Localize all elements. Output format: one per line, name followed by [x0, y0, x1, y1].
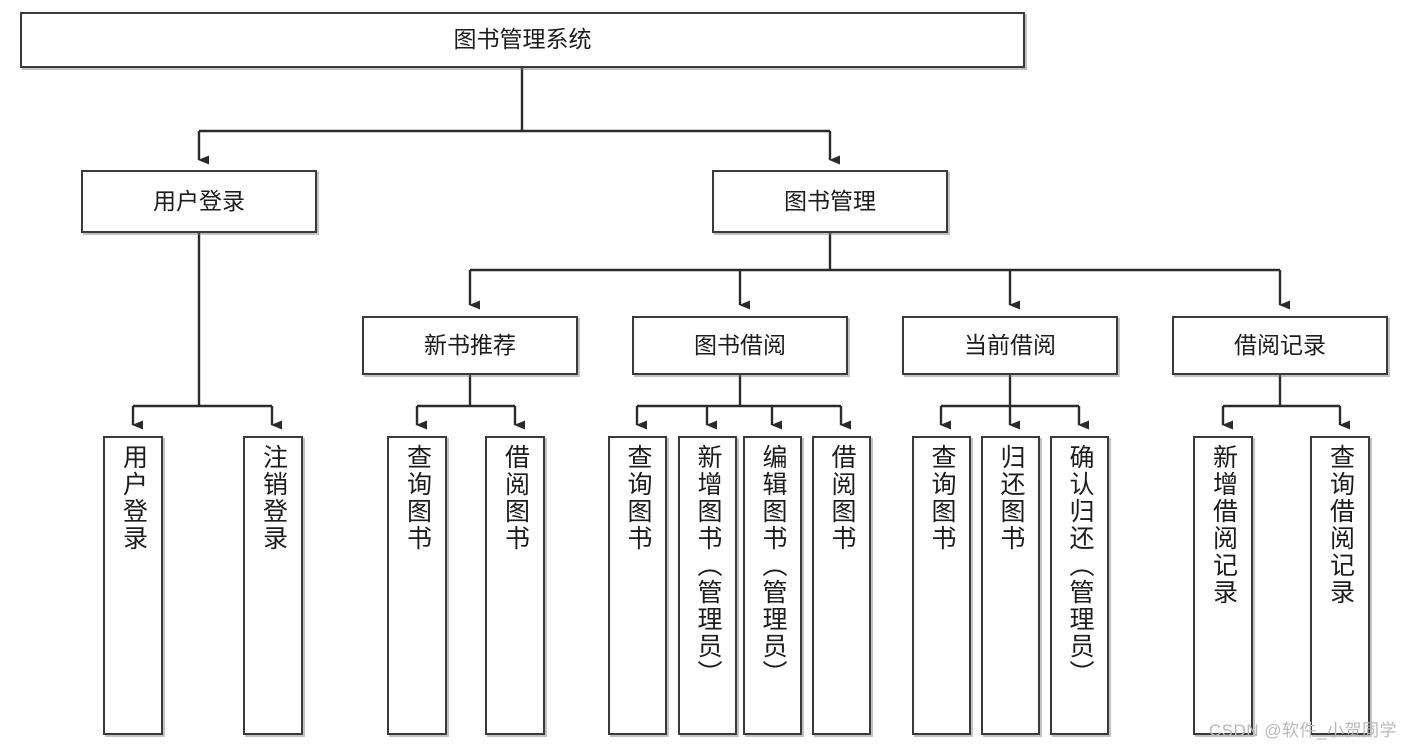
node-new-book-recommend[interactable]: 新书推荐 — [362, 316, 578, 375]
node-label: 用户登录 — [119, 444, 148, 552]
node-label: 查询借阅记录 — [1326, 444, 1355, 606]
node-root-book-management-system[interactable]: 图书管理系统 — [20, 12, 1025, 68]
node-borrow-record[interactable]: 借阅记录 — [1172, 316, 1388, 375]
leaf-borrow-record-query-record[interactable]: 查询借阅记录 — [1310, 436, 1370, 735]
leaf-book-borrow-edit-book-admin[interactable]: 编辑图书（管理员） — [743, 436, 802, 735]
leaf-current-borrow-return-books[interactable]: 归还图书 — [981, 436, 1040, 735]
leaf-book-borrow-query-books[interactable]: 查询图书 — [608, 436, 667, 735]
node-user-login[interactable]: 用户登录 — [81, 170, 317, 233]
node-label: 新书推荐 — [424, 331, 516, 358]
leaf-new-book-query-books[interactable]: 查询图书 — [387, 436, 447, 735]
leaf-borrow-record-add-record[interactable]: 新增借阅记录 — [1193, 436, 1253, 735]
node-label: 归还图书 — [997, 444, 1025, 552]
node-label: 编辑图书（管理员） — [759, 444, 787, 687]
node-label: 新增图书（管理员） — [694, 444, 722, 687]
node-label: 用户登录 — [153, 187, 245, 214]
node-book-borrow[interactable]: 图书借阅 — [632, 316, 848, 375]
leaf-current-borrow-confirm-return-admin[interactable]: 确认归还（管理员） — [1050, 436, 1109, 735]
node-label: 借阅图书 — [828, 444, 856, 552]
node-label: 图书管理 — [784, 187, 876, 214]
node-label: 注销登录 — [259, 444, 288, 552]
leaf-book-borrow-add-book-admin[interactable]: 新增图书（管理员） — [678, 436, 737, 735]
node-label: 借阅图书 — [501, 444, 530, 552]
node-label: 图书借阅 — [694, 331, 786, 358]
csdn-watermark: CSDN @软件_小贺同学 — [1208, 721, 1397, 740]
leaf-user-login-logout[interactable]: 注销登录 — [243, 436, 303, 735]
leaf-user-login-login[interactable]: 用户登录 — [103, 436, 163, 735]
node-current-borrow[interactable]: 当前借阅 — [902, 316, 1118, 375]
node-label: 查询图书 — [928, 444, 956, 552]
node-label: 借阅记录 — [1234, 331, 1326, 358]
node-label: 当前借阅 — [964, 331, 1056, 358]
node-label: 确认归还（管理员） — [1066, 444, 1094, 687]
leaf-new-book-borrow-books[interactable]: 借阅图书 — [485, 436, 545, 735]
node-label: 新增借阅记录 — [1209, 444, 1238, 606]
node-label: 图书管理系统 — [453, 26, 592, 53]
node-label: 查询图书 — [403, 444, 432, 552]
node-book-management[interactable]: 图书管理 — [712, 170, 948, 233]
node-label: 查询图书 — [624, 444, 652, 552]
leaf-current-borrow-query-books[interactable]: 查询图书 — [912, 436, 971, 735]
leaf-book-borrow-borrow-books[interactable]: 借阅图书 — [812, 436, 871, 735]
